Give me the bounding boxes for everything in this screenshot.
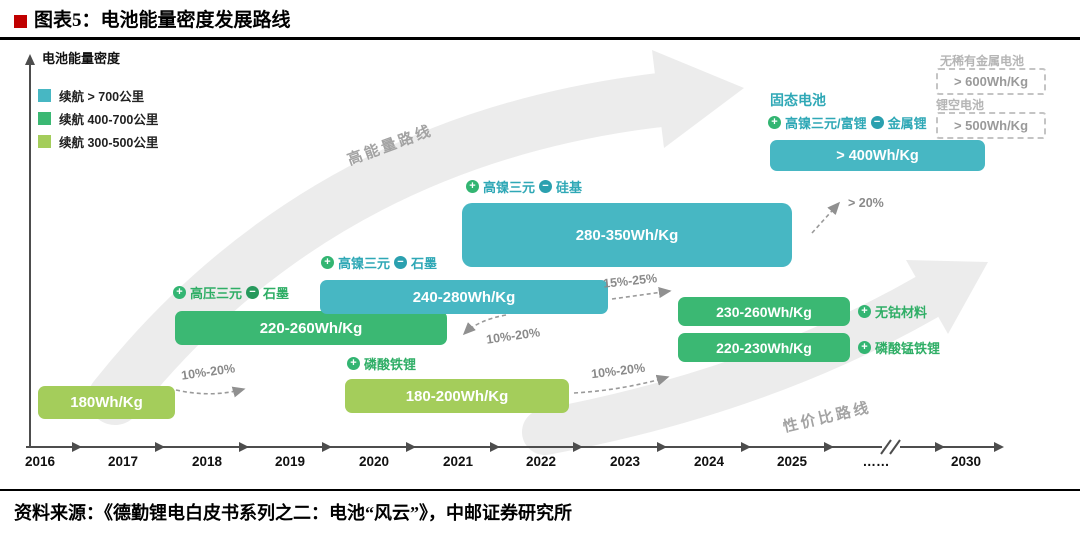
chem-label-lmfp: 磷酸锰铁锂 [858,338,940,357]
dashed-arrow-1 [175,386,246,398]
bar-180whkg: 180Wh/Kg [38,386,175,419]
chart-title: 图表5：电池能量密度发展路线 [34,10,291,31]
axis-year-2023: 2023 [609,454,641,469]
source-note: 资料来源：《德勤锂电白皮书系列之二：电池“风云”》，中邮证券研究所 [14,503,572,523]
cathode-label: 磷酸铁锂 [364,357,417,372]
growth-annotation-3: 15%-25% [602,271,658,291]
plus-icon [321,256,334,269]
legend-swatch-lightgreen-icon [38,135,51,148]
axis-year-2017: 2017 [107,454,139,469]
axis-year-2018: 2018 [191,454,223,469]
plus-icon [347,357,360,370]
minus-icon [394,256,408,269]
growth-annotation-5: > 20% [848,196,884,210]
lithium-air-battery-label: 锂空电池 [936,98,985,112]
plus-icon [858,341,871,354]
high-energy-route-arrow-head [652,50,744,148]
minus-icon [539,180,553,193]
plus-icon [768,116,781,129]
growth-annotation-2: 10%-20% [485,325,541,347]
y-axis-arrow-icon [25,54,35,65]
minus-icon [246,286,260,299]
legend-label: 续航 400-700公里 [59,113,159,127]
cost-route-arrow-head [906,260,988,334]
no-rare-metal-target-box: > 600Wh/Kg [936,68,1046,95]
material-label: 磷酸锰铁锂 [875,341,941,356]
chem-label-solid-state: 高镍三元/富锂 金属锂 [768,113,927,132]
axis-year-2024: 2024 [693,454,725,469]
lithium-air-target-box: > 500Wh/Kg [936,112,1046,139]
legend-item-over-700km: 续航 > 700公里 [38,84,158,107]
plus-icon [858,305,871,318]
chem-label-high-nickel-silicon: 高镍三元 硅基 [466,177,582,196]
anode-label: 石墨 [411,256,438,271]
axis-year-2019: 2019 [274,454,306,469]
dashed-arrow-3 [611,286,672,300]
axis-year-2021: 2021 [442,454,474,469]
dashed-arrow-5 [811,201,841,234]
cathode-label: 高镍三元/富锂 [785,116,867,131]
axis-break-slash-icon [889,439,901,455]
axis-year-2016: 2016 [24,454,56,469]
legend-item-300-500km: 续航 300-500公里 [38,130,158,153]
legend-label: 续航 300-500公里 [59,136,159,150]
chem-label-high-nickel-graphite: 高镍三元 石墨 [321,253,437,272]
legend-swatch-teal-icon [38,89,51,102]
bar-240-280whkg: 240-280Wh/Kg [320,280,608,314]
axis-year-2020: 2020 [358,454,390,469]
bar-220-260whkg: 220-260Wh/Kg [175,311,447,345]
chem-label-lfp: 磷酸铁锂 [347,354,416,373]
minus-icon [870,116,884,129]
cathode-label: 高压三元 [190,286,243,301]
growth-annotation-1: 10%-20% [180,361,236,383]
material-label: 无钴材料 [875,305,928,320]
cost-route-label: 性价比路线 [781,399,873,436]
axis-year-2030: 2030 [950,454,982,469]
cathode-label: 高镍三元 [483,180,536,195]
anode-label: 石墨 [263,286,290,301]
plus-icon [466,180,479,193]
chem-label-cobalt-free: 无钴材料 [858,302,927,321]
legend-item-400-700km: 续航 400-700公里 [38,107,158,130]
cathode-label: 高镍三元 [338,256,391,271]
high-energy-route-label: 高能量路线 [345,122,436,169]
solid-state-battery-label: 固态电池 [770,92,826,108]
x-axis-arrowheads [72,442,1004,452]
growth-annotation-4: 10%-20% [590,360,646,382]
chem-label-high-voltage-ternary: 高压三元 石墨 [173,283,289,302]
bar-280-350whkg: 280-350Wh/Kg [462,203,792,267]
bar-over-400whkg: > 400Wh/Kg [770,140,985,171]
y-axis-label: 电池能量密度 [42,51,121,66]
bar-220-230whkg: 220-230Wh/Kg [678,333,850,362]
dashed-arrow-4 [573,374,670,394]
axis-ellipsis: …… [862,454,890,469]
axis-year-2025: 2025 [776,454,808,469]
bar-230-260whkg: 230-260Wh/Kg [678,297,850,326]
axis-break-slash-icon [880,439,892,455]
footer-divider [0,489,1080,491]
bar-180-200whkg: 180-200Wh/Kg [345,379,569,413]
anode-label: 硅基 [556,180,583,195]
axis-year-2022: 2022 [525,454,557,469]
legend-label: 续航 > 700公里 [59,90,145,104]
plus-icon [173,286,186,299]
legend: 续航 > 700公里 续航 400-700公里 续航 300-500公里 [38,84,158,153]
header-divider [0,37,1080,40]
anode-label: 金属锂 [887,116,927,131]
legend-swatch-green-icon [38,112,51,125]
title-bullet-square [14,15,27,28]
no-rare-metal-battery-label: 无稀有金属电池 [940,54,1025,68]
